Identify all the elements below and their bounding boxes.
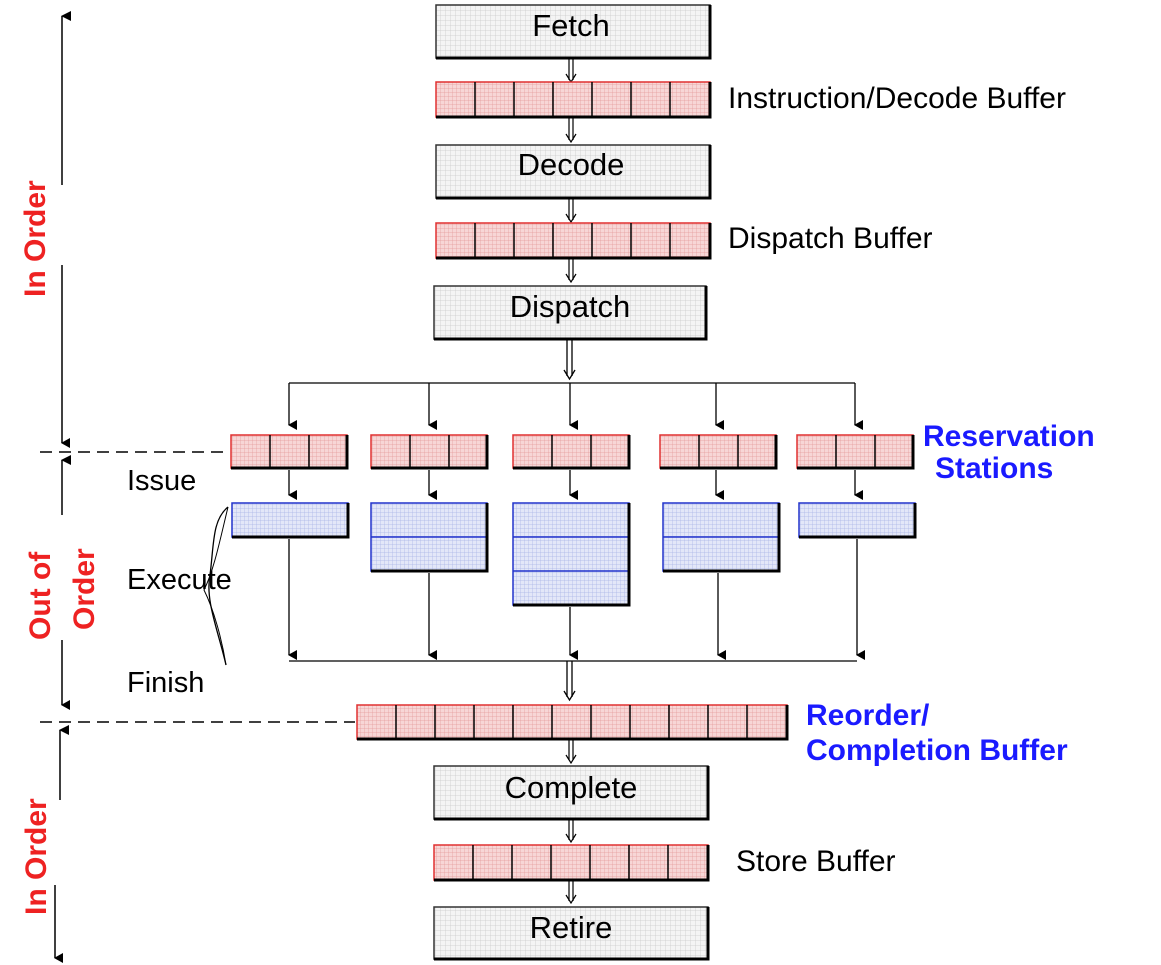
- double-arrow-buffer-to-dispatch: [565, 258, 577, 284]
- reorder-buffer-label-line1: Reorder/: [806, 699, 930, 732]
- double-arrow-reorder-to-complete: [565, 739, 577, 765]
- finish-arrows: [288, 539, 865, 702]
- decode-stage: Decode: [435, 144, 712, 200]
- reservation-station-1: [230, 434, 349, 470]
- double-arrow-decode-to-buffer: [565, 198, 577, 224]
- functional-unit-2: [370, 502, 489, 573]
- dispatch-buffer-box: [435, 222, 711, 259]
- reservation-station-3: [512, 434, 631, 470]
- complete-label: Complete: [505, 770, 638, 805]
- dispatch-buffer: Dispatch Buffer: [435, 222, 933, 260]
- functional-unit-3: [512, 502, 631, 607]
- issue-arrows: [288, 470, 863, 500]
- functional-unit-4: [662, 502, 781, 573]
- double-arrow-buffer-to-decode: [565, 117, 577, 144]
- dispatch-label: Dispatch: [510, 289, 631, 324]
- retire-stage: Retire: [433, 906, 710, 961]
- dispatch-stage: Dispatch: [433, 285, 708, 341]
- functional-unit-5: [798, 502, 917, 539]
- execute-label: Execute: [127, 564, 232, 596]
- out-of-order-label-line1: Out of: [24, 551, 57, 640]
- dispatch-fanout: [288, 339, 863, 430]
- retire-label: Retire: [530, 910, 613, 945]
- functional-units: [231, 502, 917, 607]
- in-order-top-label: In Order: [19, 180, 52, 297]
- store-buffer: Store Buffer: [433, 844, 896, 882]
- fetch-stage: Fetch: [435, 4, 712, 60]
- out-of-order-label-line2: Order: [68, 548, 101, 630]
- retire-box: [433, 906, 709, 960]
- order-indicators: In Order Out of Order In Order: [19, 11, 355, 963]
- dispatch-buffer-label: Dispatch Buffer: [728, 222, 933, 255]
- double-arrow-store-to-retire: [565, 880, 577, 905]
- reservation-stations-label-line2: Stations: [935, 452, 1053, 485]
- instruction-decode-buffer-box: [435, 81, 711, 118]
- reservation-stations: Reservation Stations: [230, 420, 1095, 485]
- store-buffer-label: Store Buffer: [736, 845, 896, 878]
- store-buffer-box: [433, 844, 709, 881]
- reservation-station-2: [370, 434, 489, 470]
- double-arrow-fetch-to-buffer: [565, 58, 577, 84]
- fetch-label: Fetch: [532, 8, 610, 43]
- phase-labels: Issue Execute Finish: [127, 465, 232, 699]
- issue-label: Issue: [127, 465, 196, 497]
- reorder-buffer-label-line2: Completion Buffer: [806, 734, 1068, 767]
- reservation-station-5: [796, 434, 915, 470]
- complete-box: [433, 765, 709, 820]
- reservation-stations-label-line1: Reservation: [923, 420, 1095, 453]
- complete-stage: Complete: [433, 765, 710, 821]
- instruction-decode-buffer-label: Instruction/Decode Buffer: [728, 82, 1066, 115]
- reservation-station-4: [659, 434, 778, 470]
- functional-unit-1: [231, 502, 350, 539]
- decode-label: Decode: [518, 147, 625, 182]
- instruction-decode-buffer: Instruction/Decode Buffer: [435, 81, 1066, 119]
- dispatch-box: [433, 285, 707, 340]
- in-order-bottom-label: In Order: [20, 798, 53, 915]
- finish-label: Finish: [127, 667, 204, 699]
- reorder-completion-buffer: Reorder/ Completion Buffer: [356, 699, 1068, 767]
- double-arrow-complete-to-store: [565, 819, 577, 844]
